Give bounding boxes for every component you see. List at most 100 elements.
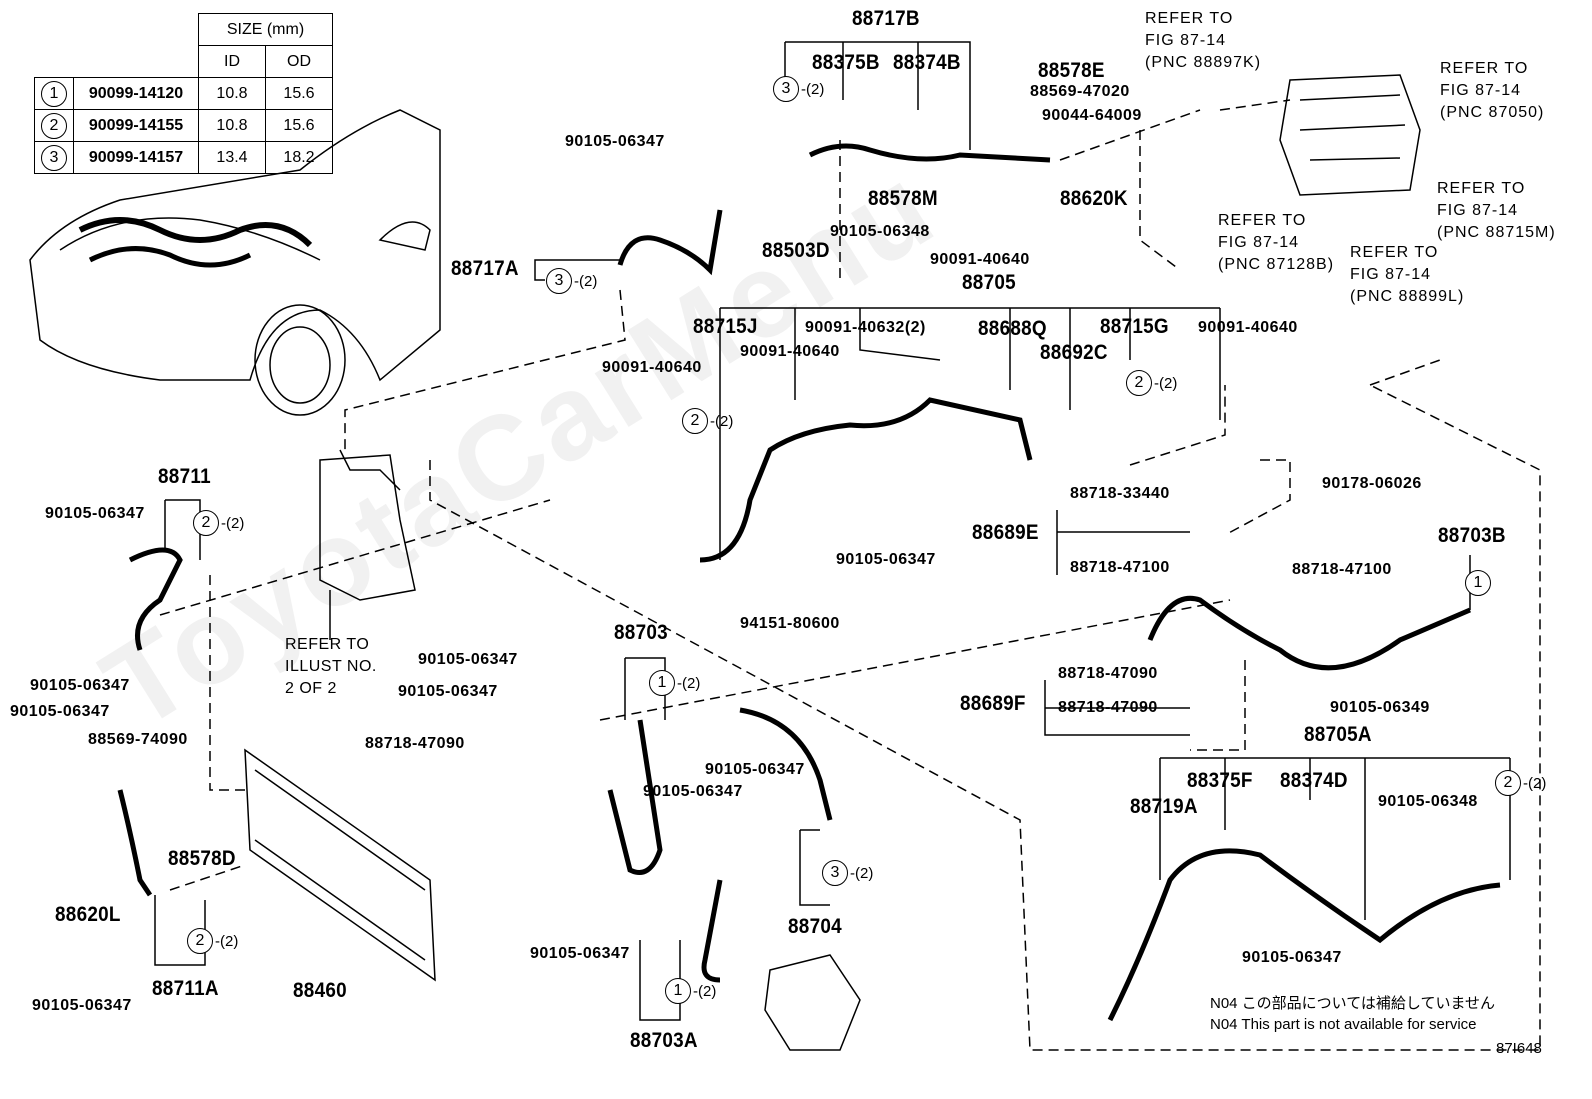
oring-callout: 2-(2)	[1126, 370, 1177, 396]
part-label[interactable]: 90105-06347	[32, 997, 132, 1014]
part-label[interactable]: 88703A	[630, 1029, 698, 1052]
oring-callout: 3-(2)	[546, 268, 597, 294]
part-label[interactable]: 90105-06347	[45, 505, 145, 522]
part-label[interactable]: 88688Q	[978, 317, 1047, 340]
part-number[interactable]: 90099-14157	[73, 141, 199, 174]
part-label[interactable]: 90091-40640	[602, 359, 702, 376]
part-label[interactable]: 88689F	[960, 692, 1026, 715]
part-label[interactable]: 90105-06347	[530, 945, 630, 962]
part-label[interactable]: 88692C	[1040, 341, 1108, 364]
part-label[interactable]: 88503D	[762, 239, 830, 262]
part-label[interactable]: 90105-06347	[30, 677, 130, 694]
part-number[interactable]: 90099-14120	[73, 77, 199, 110]
callout-qty: -(2)	[1154, 374, 1178, 392]
part-label[interactable]: 90091-40640	[930, 251, 1030, 268]
part-label[interactable]: 88689E	[972, 521, 1039, 544]
callout-qty: -(2)	[221, 514, 245, 532]
part-label[interactable]: 88705	[962, 271, 1016, 294]
part-label[interactable]: 88703	[614, 621, 668, 644]
callout-number: 1	[665, 978, 691, 1004]
oring-callout: 2-(2)	[1495, 770, 1546, 796]
part-label[interactable]: 88718-47100	[1070, 559, 1170, 576]
part-label[interactable]: 88569-74090	[88, 731, 188, 748]
part-number[interactable]: 90099-14155	[73, 109, 199, 142]
part-label[interactable]: 90091-40640	[740, 343, 840, 360]
part-label[interactable]: 88717A	[451, 257, 519, 280]
refer-note[interactable]: REFER TO FIG 87-14 (PNC 88899L)	[1350, 244, 1465, 305]
part-label[interactable]: 88703B	[1438, 524, 1506, 547]
part-label[interactable]: 88569-47020	[1030, 83, 1130, 100]
part-label[interactable]: 90105-06347	[565, 133, 665, 150]
callout-number: 3	[546, 268, 572, 294]
part-label[interactable]: 88460	[293, 979, 347, 1002]
part-label[interactable]: 88620K	[1060, 187, 1128, 210]
part-label[interactable]: 90105-06347	[10, 703, 110, 720]
col-od: OD	[265, 45, 333, 78]
part-label[interactable]: 88578E	[1038, 59, 1105, 82]
part-label[interactable]: 88374B	[893, 51, 961, 74]
refer-note[interactable]: REFER TO ILLUST NO. 2 OF 2	[285, 636, 377, 697]
part-label[interactable]: 88718-33440	[1070, 485, 1170, 502]
part-label[interactable]: 90105-06347	[398, 683, 498, 700]
part-label[interactable]: 88711	[158, 465, 211, 488]
part-label[interactable]: 90044-64009	[1042, 107, 1142, 124]
ref-circle: 3	[41, 144, 67, 171]
part-label[interactable]: 88718-47090	[365, 735, 465, 752]
part-label[interactable]: 88578D	[168, 847, 236, 870]
part-label[interactable]: 88715J	[693, 315, 758, 338]
part-label[interactable]: 88375F	[1187, 769, 1253, 792]
part-label[interactable]: 90105-06347	[643, 783, 743, 800]
refer-note[interactable]: REFER TO FIG 87-14 (PNC 88897K)	[1145, 10, 1262, 71]
part-label[interactable]: 90105-06347	[418, 651, 518, 668]
part-label[interactable]: 88718-47100	[1292, 561, 1392, 578]
part-label[interactable]: 88578M	[868, 187, 938, 210]
refer-note[interactable]: REFER TO FIG 87-14 (PNC 87128B)	[1218, 212, 1335, 273]
part-label[interactable]: 90105-06347	[836, 551, 936, 568]
callout-qty: -(2)	[850, 864, 874, 882]
oring-callout: 3-(2)	[773, 76, 824, 102]
part-label[interactable]: 88717B	[852, 7, 920, 30]
callout-qty: -(2)	[801, 80, 825, 98]
part-label[interactable]: 90091-40640	[1198, 319, 1298, 336]
part-label[interactable]: 88705A	[1304, 723, 1372, 746]
id-value: 10.8	[198, 77, 266, 110]
part-label[interactable]: 88718-47090	[1058, 665, 1158, 682]
oring-callout: 1-(2)	[649, 670, 700, 696]
part-label[interactable]: 90105-06348	[830, 223, 930, 240]
oring-callout: 1-(2)	[665, 978, 716, 1004]
figure-id: 87I648	[1496, 1040, 1542, 1057]
part-label[interactable]: 90105-06349	[1330, 699, 1430, 716]
part-label[interactable]: 88711A	[152, 977, 219, 1000]
part-label[interactable]: 88719A	[1130, 795, 1198, 818]
refer-note[interactable]: REFER TO FIG 87-14 (PNC 87050)	[1440, 60, 1545, 121]
part-label[interactable]: 88620L	[55, 903, 121, 926]
part-label[interactable]: 88718-47090	[1058, 699, 1158, 716]
condenser	[244, 748, 436, 982]
oring-callout: 2-(2)	[187, 928, 238, 954]
part-label[interactable]: 88374D	[1280, 769, 1348, 792]
vehicle-outline	[29, 109, 441, 416]
part-label[interactable]: 90105-06348	[1378, 793, 1478, 810]
part-label[interactable]: 90091-40632(2)	[805, 319, 926, 336]
od-value: 15.6	[265, 77, 333, 110]
part-label[interactable]: 88715G	[1100, 315, 1169, 338]
note-english: N04 This part is not available for servi…	[1210, 1016, 1477, 1033]
note-japanese: N04 この部品については補給していません	[1210, 995, 1496, 1012]
part-label[interactable]: 94151-80600	[740, 615, 840, 632]
oring-callout: 2-(2)	[193, 510, 244, 536]
oring-callout: 1	[1465, 570, 1491, 596]
od-value: 15.6	[265, 109, 333, 142]
pipes	[117, 143, 1501, 1022]
part-label[interactable]: 90105-06347	[1242, 949, 1342, 966]
callout-number: 2	[193, 510, 219, 536]
part-label[interactable]: 88375B	[812, 51, 880, 74]
part-label[interactable]: 88704	[788, 915, 842, 938]
part-label[interactable]: 90105-06347	[705, 761, 805, 778]
callout-number: 1	[1465, 570, 1491, 596]
part-label[interactable]: 90178-06026	[1322, 475, 1422, 492]
callout-qty: -(2)	[574, 272, 598, 290]
refer-note[interactable]: REFER TO FIG 87-14 (PNC 88715M)	[1437, 180, 1556, 241]
callout-number: 3	[822, 860, 848, 886]
